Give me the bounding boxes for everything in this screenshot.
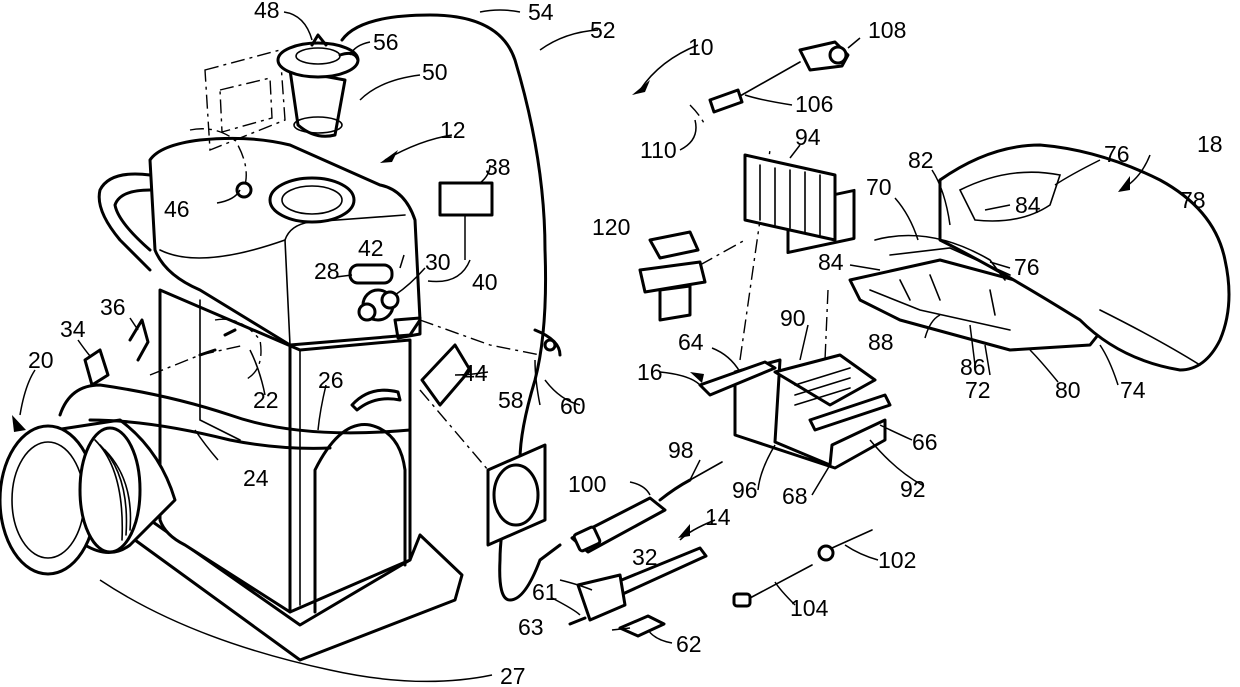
ref-38: 38 [485,154,511,180]
ref-27: 27 [500,663,526,687]
ref-110: 110 [640,137,677,163]
ref-84b: 84 [818,249,844,275]
ref-50: 50 [422,59,448,85]
ref-104: 104 [790,595,829,621]
ref-74: 74 [1120,377,1146,403]
ref-44: 44 [462,360,488,386]
ref-78: 78 [1180,187,1206,213]
ref-66: 66 [912,429,938,455]
ref-52: 52 [590,17,616,43]
ref-84a: 84 [1015,192,1041,218]
ref-42: 42 [358,235,384,261]
ref-106: 106 [795,91,833,117]
grille-panel [745,155,835,240]
ref-30: 30 [425,249,451,275]
ref-76a: 76 [1104,141,1130,167]
ref-70: 70 [866,174,892,200]
ref-36: 36 [100,294,126,320]
ref-98: 98 [668,437,694,463]
ref-54: 54 [528,0,554,25]
ref-94: 94 [795,124,821,150]
ref-72: 72 [965,377,991,403]
ref-82: 82 [908,147,934,173]
ref-86: 86 [960,354,986,380]
ref-100: 100 [568,471,606,497]
ref-22: 22 [253,387,279,413]
ref-32: 32 [632,544,658,570]
ref-14: 14 [705,504,731,530]
ref-68: 68 [782,483,808,509]
ref-88: 88 [868,329,894,355]
ref-80: 80 [1055,377,1081,403]
ref-64: 64 [678,329,704,355]
ref-20: 20 [28,347,54,373]
ref-10: 10 [688,34,714,60]
ref-63: 63 [518,614,544,640]
ref-16: 16 [637,359,663,385]
ref-24: 24 [243,465,269,491]
ref-28: 28 [314,258,340,284]
ref-61: 61 [532,579,558,605]
ref-40: 40 [472,269,498,295]
ref-92: 92 [900,476,926,502]
ref-26: 26 [318,367,344,393]
ref-62: 62 [676,631,702,657]
ref-56: 56 [373,29,399,55]
ref-46: 46 [164,196,190,222]
ref-102: 102 [878,547,916,573]
ref-120: 120 [592,214,630,240]
ref-60: 60 [560,393,586,419]
base-unit [99,138,470,660]
ref-96: 96 [732,477,758,503]
ref-12: 12 [440,117,466,143]
ref-58: 58 [498,387,524,413]
ref-108: 108 [868,17,906,43]
connector-bracket [640,232,745,320]
ref-34: 34 [60,316,86,342]
ref-90: 90 [780,305,806,331]
ref-76b: 76 [1014,254,1040,280]
ref-18: 18 [1197,131,1223,157]
ref-48: 48 [254,0,280,23]
